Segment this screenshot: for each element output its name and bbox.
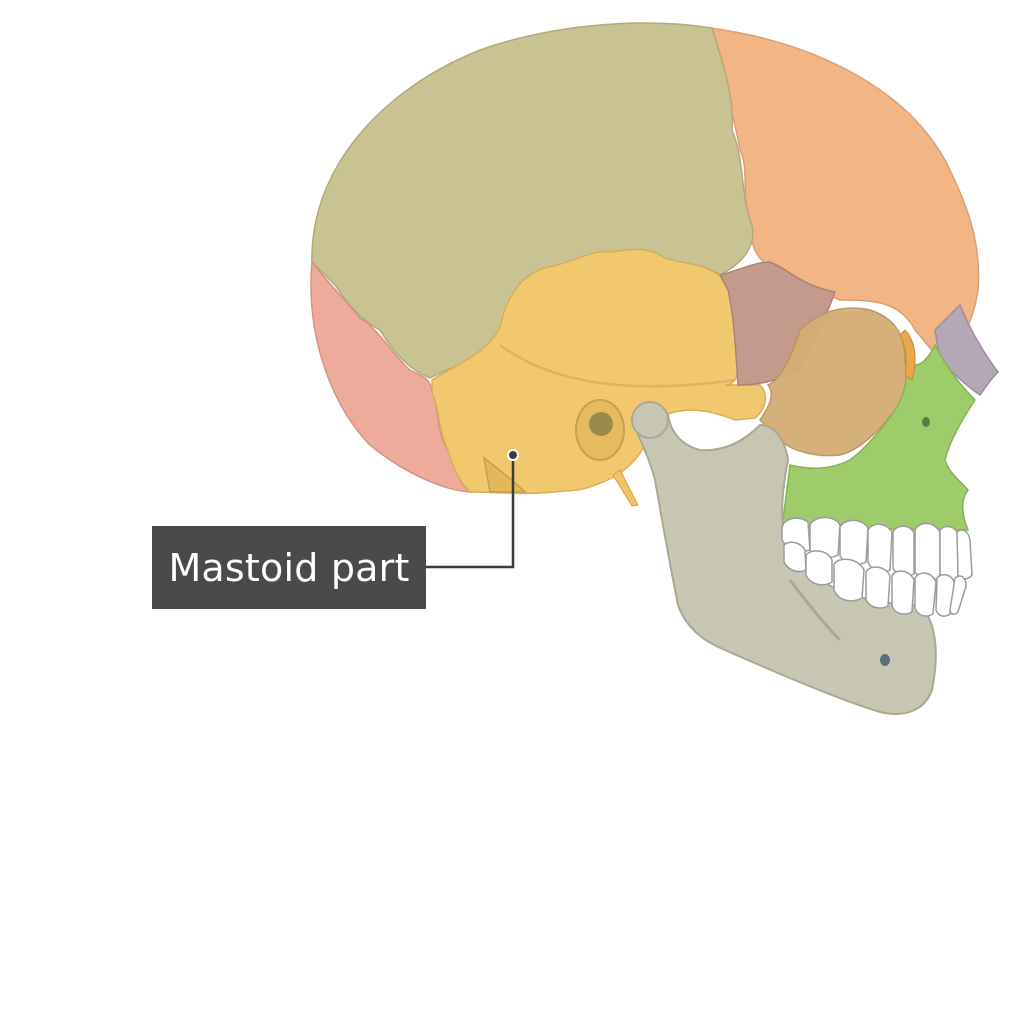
infraorbital-foramen [922,417,930,427]
lower-teeth [783,541,967,617]
upper-tooth [839,519,869,566]
leader-dot [507,449,519,461]
upper-tooth [914,522,941,581]
upper-tooth [956,529,973,580]
mandibular-ridge [788,579,842,642]
lower-tooth [805,550,833,586]
mandibular-condyle [631,401,669,439]
lower-tooth [833,558,865,602]
lower-tooth [865,566,891,609]
frontal-bone [708,27,980,361]
leader-line [426,455,515,569]
upper-tooth [939,525,959,582]
upper-tooth [892,525,915,577]
styloid-process [612,469,639,507]
upper-teeth [781,516,973,582]
orbit-detail [899,329,916,381]
lower-tooth [783,541,807,573]
lower-tooth [914,572,937,617]
ear-canal-opening [589,412,613,436]
temporal-bone [431,248,767,495]
maxilla [781,343,976,531]
upper-tooth [867,523,893,573]
temporal-ridge [499,343,736,388]
nasal-bone [934,303,999,397]
lower-tooth [891,570,915,615]
mastoid-part-label: Mastoid part [152,526,426,609]
mental-foramen [880,654,890,666]
mastoid-part-label-text: Mastoid part [168,545,410,590]
zygomatic-bone [759,307,908,457]
lower-tooth [949,575,967,615]
